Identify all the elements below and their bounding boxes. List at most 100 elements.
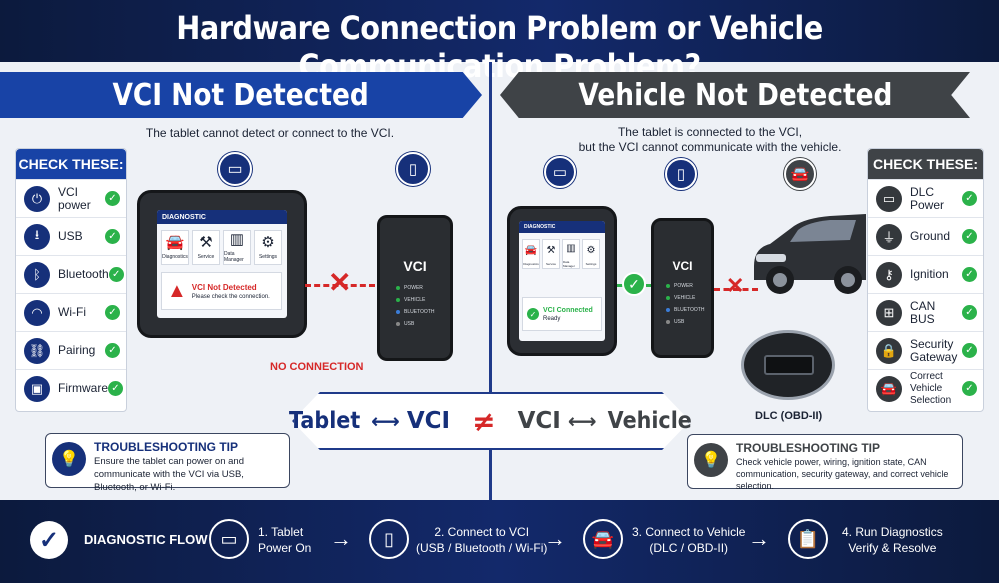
check-icon: ✓ — [962, 229, 977, 244]
tile-settings: ⚙Settings — [582, 239, 600, 269]
warning-icon: ▲ — [167, 279, 187, 302]
gear-icon: ⚙ — [586, 244, 596, 256]
left-tip-box: 💡 TROUBLESHOOTING TIP Ensure the tablet … — [45, 433, 290, 493]
arrow-right-icon: → — [748, 526, 770, 551]
check-icon: ✓ — [105, 305, 120, 320]
dlc-port-image — [741, 330, 835, 400]
broken-connection-line — [305, 284, 375, 287]
check-badge-icon: ✓ — [30, 521, 68, 559]
vci-label: VCI — [672, 259, 693, 273]
vehicle-image — [754, 214, 866, 294]
check-icon: ✓ — [105, 229, 120, 244]
bidirectional-arrow-icon: ⟷ — [567, 409, 597, 433]
left-subtitle: The tablet cannot detect or connect to t… — [145, 126, 395, 140]
ground-icon: ⏚ — [876, 223, 902, 250]
check-item-can-bus: ⊞ CAN BUS ✓ — [868, 293, 983, 331]
right-vci-device: VCI POWER VEHICLE BLUETOOTH USB — [651, 218, 714, 358]
power-icon: ⏻ — [24, 185, 50, 212]
check-icon: ✓ — [105, 343, 120, 358]
arrow-right-icon: → — [544, 526, 566, 551]
vci-icon: ▯ — [369, 519, 409, 559]
tile-diagnostics: 🚘Diagnostics — [522, 239, 540, 269]
tools-icon: ⚒ — [546, 244, 556, 256]
usb-icon: ⭳ — [24, 223, 50, 250]
check-icon: ✓ — [108, 267, 124, 282]
flow-step-2: 2. Connect to VCI (USB / Bluetooth / Wi-… — [416, 525, 548, 555]
check-item-ignition: ⚷ Ignition ✓ — [868, 255, 983, 293]
dlc-label: DLC (OBD-II) — [755, 410, 823, 422]
left-tablet: DIAGNOSTIC 🚘Diagnostics ⚒Service ▥Data M… — [137, 190, 307, 338]
right-check-panel: CHECK THESE: ▭ DLC Power ✓ ⏚ Ground ✓ ⚷ … — [867, 148, 984, 412]
link-icon: ⛓ — [24, 337, 50, 364]
car-icon: 🚘 — [583, 519, 623, 559]
alert-box: ▲ VCI Not Detected Please check the conn… — [161, 272, 282, 310]
car-icon: 🚘 — [784, 158, 816, 190]
gear-icon: ⚙ — [261, 234, 275, 251]
not-equal-icon: ≠ — [472, 404, 496, 438]
bluetooth-icon: ᛒ — [24, 261, 50, 288]
left-header: VCI Not Detected — [0, 72, 482, 118]
check-item-dlc-power: ▭ DLC Power ✓ — [868, 179, 983, 217]
tile-data-manager: ▥Data Manager — [562, 239, 580, 269]
network-icon: ⊞ — [876, 299, 902, 326]
tile-diagnostics: 🚘Diagnostics — [161, 230, 189, 265]
check-icon: ✓ — [108, 381, 123, 396]
title-banner — [0, 0, 999, 62]
check-icon: ✓ — [962, 191, 977, 206]
battery-icon: ▭ — [876, 185, 902, 212]
tile-data-manager: ▥Data Manager — [223, 230, 251, 265]
check-item-bluetooth: ᛒ Bluetooth ✓ — [16, 255, 126, 293]
status-box: ✓ VCI Connected Ready — [522, 297, 602, 331]
tablet-icon: ▭ — [218, 152, 252, 186]
check-icon: ✓ — [962, 343, 977, 358]
check-item-ground: ⏚ Ground ✓ — [868, 217, 983, 255]
chart-icon: ▥ — [229, 231, 245, 248]
clipboard-check-icon: 📋 — [788, 519, 828, 559]
left-check-title: CHECK THESE: — [16, 149, 126, 179]
car-icon: 🚘 — [165, 234, 185, 251]
car-icon: 🚘 — [524, 244, 538, 256]
check-item-usb: ⭳ USB ✓ — [16, 217, 126, 255]
check-item-wifi: ◠ Wi-Fi ✓ — [16, 293, 126, 331]
check-icon: ✓ — [622, 272, 646, 296]
tools-icon: ⚒ — [199, 234, 213, 251]
check-icon: ✓ — [105, 191, 120, 206]
lock-icon: 🔒 — [876, 337, 902, 364]
right-subtitle: The tablet is connected to the VCI, but … — [578, 125, 842, 154]
flow-step-1: 1. Tablet Power On — [258, 525, 312, 555]
flow-step-3: 3. Connect to Vehicle (DLC / OBD-II) — [632, 525, 746, 555]
lightbulb-icon: 💡 — [694, 443, 728, 477]
x-icon: ✕ — [328, 267, 352, 298]
left-check-panel: CHECK THESE: ⏻ VCI power ✓ ⭳ USB ✓ ᛒ Blu… — [15, 148, 127, 412]
right-check-title: CHECK THESE: — [868, 149, 983, 179]
left-tablet-screen: DIAGNOSTIC 🚘Diagnostics ⚒Service ▥Data M… — [157, 210, 287, 318]
app-title: DIAGNOSTIC — [157, 210, 287, 224]
check-item-security-gateway: 🔒 Security Gateway ✓ — [868, 331, 983, 369]
bidirectional-arrow-icon: ⟷ — [371, 409, 400, 433]
right-tablet-screen: DIAGNOSTIC 🚘Diagnostics ⚒Service ▥Data M… — [519, 221, 605, 341]
lightbulb-icon: 💡 — [52, 442, 86, 476]
left-vci-device: VCI POWER VEHICLE BLUETOOTH USB — [377, 215, 453, 361]
vci-icon: ▯ — [665, 158, 697, 190]
tile-service: ⚒Service — [192, 230, 220, 265]
arrow-right-icon: → — [330, 526, 352, 551]
flow-title: DIAGNOSTIC FLOW — [84, 532, 208, 547]
vci-icon: ▯ — [396, 152, 430, 186]
check-item-firmware: ▣ Firmware ✓ — [16, 369, 126, 407]
chart-icon: ▥ — [566, 242, 576, 254]
no-connection-label: NO CONNECTION — [270, 361, 364, 373]
right-header: Vehicle Not Detected — [500, 72, 970, 118]
vci-label: VCI — [403, 258, 427, 274]
check-icon: ✓ — [962, 305, 977, 320]
check-item-vehicle-selection: 🚘 Correct Vehicle Selection ✓ — [868, 369, 983, 407]
app-title: DIAGNOSTIC — [519, 221, 605, 233]
tile-settings: ⚙Settings — [254, 230, 282, 265]
check-item-vci-power: ⏻ VCI power ✓ — [16, 179, 126, 217]
check-item-pairing: ⛓ Pairing ✓ — [16, 331, 126, 369]
flow-step-4: 4. Run Diagnostics Verify & Resolve — [842, 525, 943, 555]
diagnostic-flow-bar — [0, 500, 999, 583]
broken-vehicle-line — [714, 288, 758, 291]
equation-band — [292, 392, 690, 450]
check-circle-icon: ✓ — [527, 308, 539, 320]
right-tip-box: 💡 TROUBLESHOOTING TIP Check vehicle powe… — [687, 434, 963, 491]
